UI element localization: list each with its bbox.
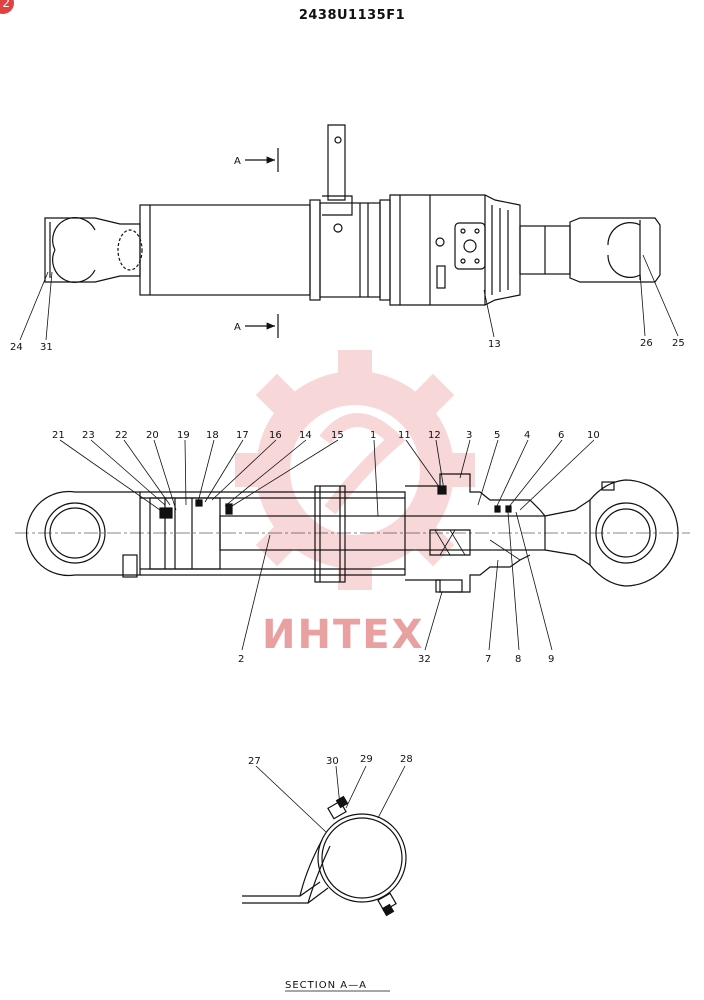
section-a-a-view (242, 795, 407, 917)
callout-10: 10 (587, 430, 600, 441)
leaders-middle-top (59, 439, 595, 517)
callout-22: 22 (115, 430, 128, 441)
callout-27: 27 (248, 756, 261, 767)
section-label-top: A (234, 156, 241, 167)
callout-9: 9 (548, 654, 554, 665)
leaders-section (255, 765, 406, 833)
callout-28: 28 (400, 754, 413, 765)
callout-6: 6 (558, 430, 564, 441)
section-caption: SECTION A—A (285, 980, 367, 991)
callout-25: 25 (672, 338, 685, 349)
callout-12: 12 (428, 430, 441, 441)
watermark-gear (235, 350, 475, 590)
page-badge: 2 (0, 0, 14, 14)
callout-5: 5 (494, 430, 500, 441)
callout-18: 18 (206, 430, 219, 441)
callout-7: 7 (485, 654, 491, 665)
callout-24: 24 (10, 342, 23, 353)
leaders-middle-bottom (241, 511, 553, 651)
callout-11: 11 (398, 430, 411, 441)
leaders-top (19, 254, 679, 341)
cylinder-external-view (44, 124, 661, 306)
drawing-number: 2438U1135F1 (298, 8, 406, 23)
callout-4: 4 (524, 430, 530, 441)
callout-32: 32 (418, 654, 431, 665)
callout-3: 3 (466, 430, 472, 441)
callout-17: 17 (236, 430, 249, 441)
callout-20: 20 (146, 430, 159, 441)
callout-16: 16 (269, 430, 282, 441)
section-cut-marker-bottom (245, 314, 279, 338)
cylinder-sectional-view (15, 473, 690, 593)
callout-14: 14 (299, 430, 312, 441)
section-cut-marker-top (245, 148, 279, 172)
callout-29: 29 (360, 754, 373, 765)
callout-15: 15 (331, 430, 344, 441)
callout-26: 26 (640, 338, 653, 349)
callout-21: 21 (52, 430, 65, 441)
watermark-text: ИНТЕХ (262, 612, 424, 658)
callout-2: 2 (238, 654, 244, 665)
callout-13: 13 (488, 339, 501, 350)
callout-31: 31 (40, 342, 53, 353)
callout-23: 23 (82, 430, 95, 441)
callout-1: 1 (370, 430, 376, 441)
callout-8: 8 (515, 654, 521, 665)
section-label-bottom: A (234, 322, 241, 333)
callout-19: 19 (177, 430, 190, 441)
callout-30: 30 (326, 756, 339, 767)
